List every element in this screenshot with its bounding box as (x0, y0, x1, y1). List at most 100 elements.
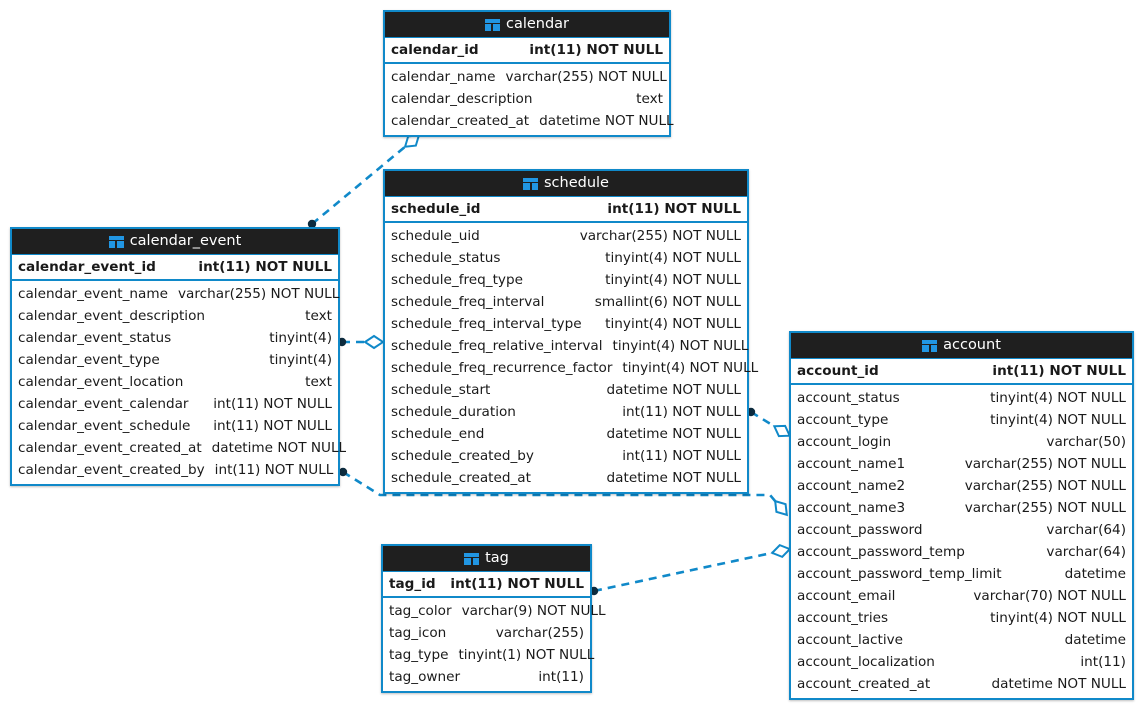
field-name: account_status (797, 390, 900, 406)
field-name: calendar_event_status (18, 330, 172, 346)
field-type: varchar(255) NOT NULL (964, 478, 1126, 494)
table-name: calendar (505, 16, 570, 32)
table-header-tag[interactable]: tag (383, 546, 590, 571)
field-name: schedule_freq_interval (391, 294, 545, 310)
field-type: int(11) NOT NULL (529, 42, 663, 58)
table-header-calendar_event[interactable]: calendar_event (12, 229, 338, 254)
field-name: calendar_name (391, 69, 496, 85)
field-type: text (305, 308, 332, 324)
table-icon (108, 235, 124, 248)
field-row[interactable]: account_created_at datetime NOT NULL (791, 673, 1132, 695)
table-header-account[interactable]: account (791, 333, 1132, 358)
field-type: tinyint(4) NOT NULL (605, 272, 741, 288)
field-type: tinyint(4) NOT NULL (605, 316, 741, 332)
table-header-calendar[interactable]: calendar (385, 12, 669, 37)
field-name: calendar_event_schedule (18, 418, 191, 434)
field-name: calendar_event_type (18, 352, 160, 368)
field-name: tag_icon (389, 625, 447, 641)
field-type: int(11) NOT NULL (607, 201, 741, 217)
field-row[interactable]: calendar_event_type tinyint(4) (12, 349, 338, 371)
field-name: calendar_event_calendar (18, 396, 189, 412)
field-name: account_login (797, 434, 892, 450)
field-name: account_email (797, 588, 896, 604)
field-type: varchar(255) NOT NULL (964, 456, 1126, 472)
field-row[interactable]: calendar_event_schedule int(11) NOT NULL (12, 415, 338, 437)
relationship-line[interactable] (750, 410, 783, 433)
table-icon (484, 18, 500, 31)
table-header-schedule[interactable]: schedule (385, 171, 747, 196)
field-type: tinyint(4) (269, 352, 332, 368)
field-type: tinyint(1) NOT NULL (458, 647, 595, 663)
field-type: datetime (1064, 566, 1126, 582)
field-type: int(11) NOT NULL (213, 418, 332, 434)
field-name: account_created_at (797, 676, 931, 692)
relationship-line[interactable] (593, 549, 782, 593)
relationship-calendar-event-to-schedule[interactable] (337, 334, 385, 350)
field-type: varchar(255) NOT NULL (579, 228, 741, 244)
field-type: datetime NOT NULL (991, 676, 1126, 692)
relationship-schedule-to-account[interactable] (746, 407, 793, 441)
relationship-target-diamond-marker (363, 334, 385, 350)
field-type: int(11) NOT NULL (214, 462, 334, 478)
field-type: int(11) NOT NULL (992, 363, 1126, 379)
field-name: account_password_temp (797, 544, 965, 560)
field-name: tag_owner (389, 669, 461, 685)
field-type: datetime (1064, 632, 1126, 648)
relationship-tag-to-account[interactable] (589, 543, 792, 596)
